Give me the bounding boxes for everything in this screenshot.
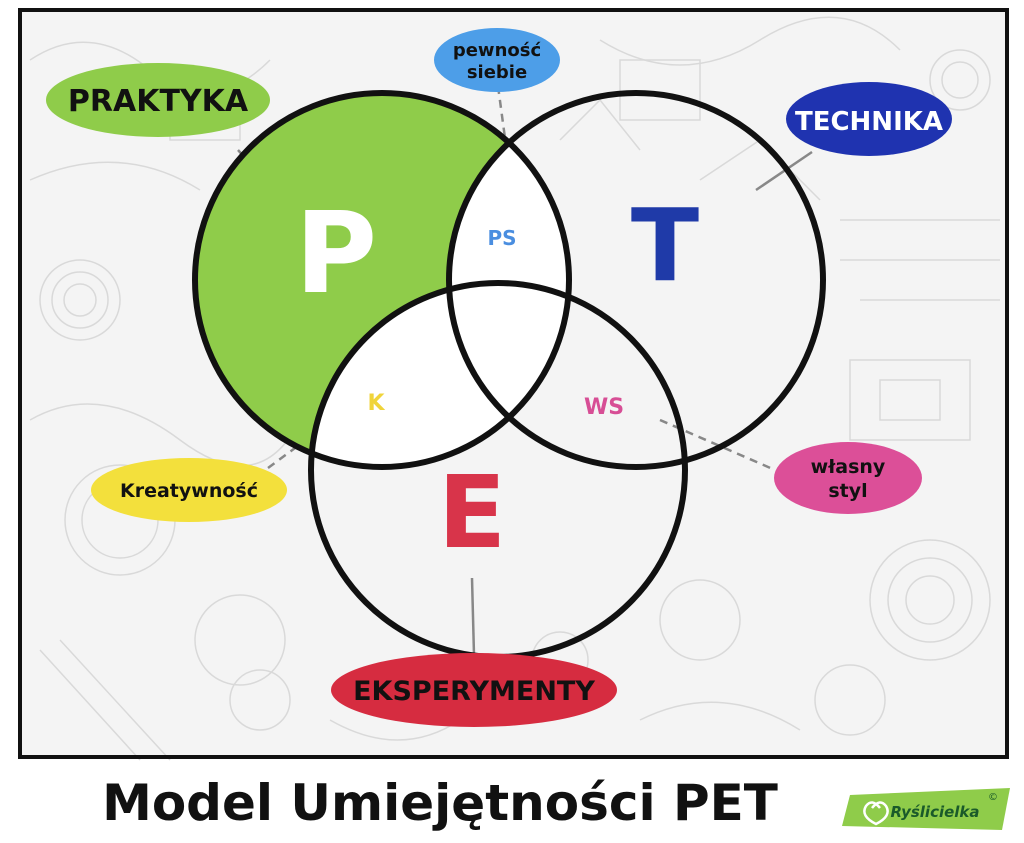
intersection-ws-label: WS [584, 395, 624, 420]
badge-pewnosc: pewność siebie [434, 28, 560, 92]
connector-eksperymenty [470, 577, 476, 656]
badge-wlasny-line1: własny [811, 456, 886, 478]
page-title: Model Umiejętności PET [102, 774, 778, 832]
intersection-k-label: K [367, 391, 385, 416]
letter-p: P [295, 189, 377, 319]
badge-wlasny-line2: styl [828, 480, 867, 502]
circle-t [446, 90, 826, 470]
heart-icon [863, 801, 889, 826]
badge-kreatywnosc: Kreatywność [91, 458, 287, 522]
badge-eksperymenty: EKSPERYMENTY [331, 653, 617, 727]
letter-e: E [438, 454, 506, 571]
logo-mark: © [988, 792, 998, 803]
badge-technika: TECHNIKA [786, 82, 952, 156]
intersection-ps-label: PS [487, 226, 516, 250]
badge-pewnosc-line2: siebie [467, 62, 527, 83]
badge-kreatywnosc-label: Kreatywność [120, 480, 258, 502]
frame-border [18, 8, 1009, 759]
badge-eksperymenty-label: EKSPERYMENTY [353, 676, 595, 707]
venn-circles [192, 90, 826, 660]
lens-pe [311, 283, 569, 467]
badge-praktyka-label: PRAKTYKA [68, 84, 249, 119]
badge-pewnosc-line1: pewność [453, 40, 542, 61]
badge-wlasny-styl: własny styl [774, 442, 922, 514]
logo: Ryślicielka © [842, 788, 1010, 830]
logo-text: Ryślicielka [890, 803, 979, 821]
connector-technika [755, 150, 813, 192]
circle-p-outline [192, 90, 572, 470]
badge-praktyka: PRAKTYKA [46, 63, 270, 137]
badge-technika-label: TECHNIKA [795, 107, 943, 137]
letter-t: T [631, 187, 699, 304]
